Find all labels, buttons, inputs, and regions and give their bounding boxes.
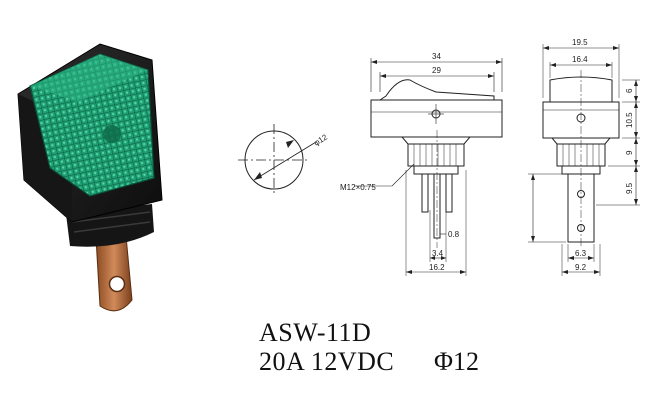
thread-label: M12×0.75 [340,183,376,192]
side-rocker-width-label: 16.4 [572,55,588,64]
mounting-hole-drawing [238,124,317,196]
side-bezel-height-label: 10.5 [625,112,634,128]
lens-indicator-dot [103,125,121,143]
terminal-width-label: 16.2 [429,263,445,272]
side-tab-width-label: 6.3 [575,249,587,258]
hole-diameter-label: φ12 [312,132,329,147]
front-rocker-width-label: 29 [432,66,441,75]
side-view-drawing [528,44,640,276]
mount-diameter: Φ12 [434,347,480,376]
terminal-spacing-label: 3.4 [432,249,444,258]
terminal-tab [95,235,133,312]
side-thread-height-label: 9 [625,150,634,155]
side-terminal-width-label: 9.2 [575,263,587,272]
model-number: ASW-11D [259,318,372,347]
front-view-drawing [354,58,503,276]
front-width-label: 34 [432,52,441,61]
side-width-label: 19.5 [572,38,588,47]
side-rocker-height-label: 6 [625,88,634,93]
terminal-thickness-label: 0.8 [448,230,460,239]
switch-photo [17,43,163,312]
electrical-rating: 20A 12VDC [259,347,395,376]
terminal-hole [108,275,126,293]
side-terminal-length-label: 9.5 [625,182,634,194]
